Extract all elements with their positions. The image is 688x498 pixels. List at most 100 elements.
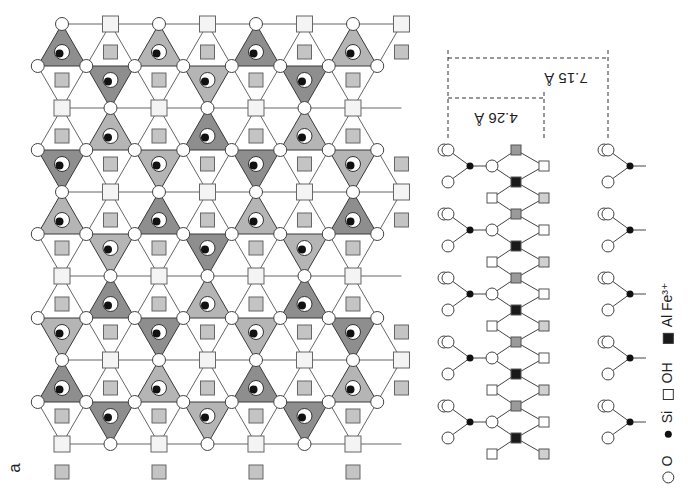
oh-square [393, 352, 409, 368]
oh-square [151, 436, 167, 452]
oxygen-atom [152, 18, 165, 31]
silicon-atom [627, 291, 634, 298]
oxygen-atom [56, 18, 69, 31]
apical-oxygen [345, 381, 360, 396]
apical-oxygen [151, 157, 166, 172]
silicon-atom [152, 330, 160, 338]
oh-square [152, 409, 166, 423]
apical-oxygen [151, 213, 166, 228]
oh-square [55, 241, 69, 255]
apical-oxygen [248, 325, 263, 340]
legend-text: Si [660, 411, 675, 423]
dimension-lines [448, 50, 608, 138]
oh-square [200, 325, 214, 339]
oxygen-atom [442, 368, 454, 380]
oxygen-atom [104, 270, 117, 283]
cation-square [511, 401, 521, 411]
apical-oxygen [345, 157, 360, 172]
apical-oxygen [151, 325, 166, 340]
cation-square [511, 145, 521, 155]
apical-oxygen [151, 45, 166, 60]
apical-oxygen [55, 45, 70, 60]
oh-square [296, 352, 312, 368]
oxygen-atom [486, 352, 498, 364]
oh-square [249, 241, 263, 255]
cation-square [539, 417, 549, 427]
oh-square [345, 436, 361, 452]
silicon-atom [249, 330, 257, 338]
oh-square [103, 45, 117, 59]
dimension-label: 4.26 Å [472, 110, 519, 127]
apical-oxygen [297, 241, 312, 256]
oxygen-atom [602, 176, 614, 188]
oxygen-atom [602, 336, 614, 348]
silicon-atom [56, 386, 64, 394]
oxygen-atom [56, 354, 69, 367]
apical-oxygen [55, 325, 70, 340]
side-bonds [448, 150, 646, 454]
oh-square [393, 184, 409, 200]
oxygen-atom [177, 144, 190, 157]
oh-square [54, 100, 70, 116]
silicon-atom [104, 246, 112, 254]
oh-square [297, 157, 311, 171]
apical-oxygen [103, 241, 118, 256]
silicon-atom [249, 218, 257, 226]
oh-square [152, 241, 166, 255]
oh-square [346, 241, 360, 255]
side-atoms [438, 144, 634, 459]
silicon-atom [56, 330, 64, 338]
oh-square [346, 73, 360, 87]
oh-square [152, 73, 166, 87]
silicon-atom [201, 302, 209, 310]
oh-square [103, 381, 117, 395]
cation-square [511, 177, 521, 187]
oh-square [103, 157, 117, 171]
apical-oxygen [200, 73, 215, 88]
apical-oxygen [345, 325, 360, 340]
dimension-line [608, 50, 609, 138]
oxygen-atom [31, 60, 44, 73]
legend-text: OH [660, 363, 675, 384]
oxygen-atom [442, 240, 454, 252]
silicon-atom [56, 218, 64, 226]
oh-square [394, 45, 408, 59]
apical-oxygen [200, 241, 215, 256]
apical-oxygen [200, 409, 215, 424]
apical-oxygen [297, 409, 312, 424]
oh-square [346, 465, 360, 479]
oxygen-atom [128, 60, 141, 73]
plan-view [31, 16, 409, 479]
oxygen-atom [177, 60, 190, 73]
oh-square [346, 297, 360, 311]
oxygen-atom [249, 18, 262, 31]
oxygen-atom [442, 176, 454, 188]
oxygen-atom [602, 208, 614, 220]
basal-oxygens [31, 18, 383, 451]
cation-square [511, 209, 521, 219]
oh-square [102, 184, 118, 200]
cation-square [511, 241, 521, 251]
oxygen-atom [80, 396, 93, 409]
cation-square [487, 257, 497, 267]
oh-square [55, 73, 69, 87]
silicon-atom [467, 291, 474, 298]
oxygen-atom [371, 396, 384, 409]
cation-square [539, 225, 549, 235]
oxygen-atom [225, 144, 238, 157]
apical-oxygen [248, 381, 263, 396]
apical-oxygen [345, 213, 360, 228]
oxygen-atom [602, 144, 614, 156]
oxygen-atom [128, 228, 141, 241]
oxygen-atom [602, 304, 614, 316]
apical-oxygen [248, 213, 263, 228]
oxygen-atom [442, 304, 454, 316]
silicon-atom [467, 355, 474, 362]
silicon-atom [249, 50, 257, 58]
apical-oxygen [55, 381, 70, 396]
cation-square [539, 161, 549, 171]
oxygen-atom [80, 228, 93, 241]
silicon-atom [201, 78, 209, 86]
oxygen-atom [486, 160, 498, 172]
silicon-atom [152, 218, 160, 226]
